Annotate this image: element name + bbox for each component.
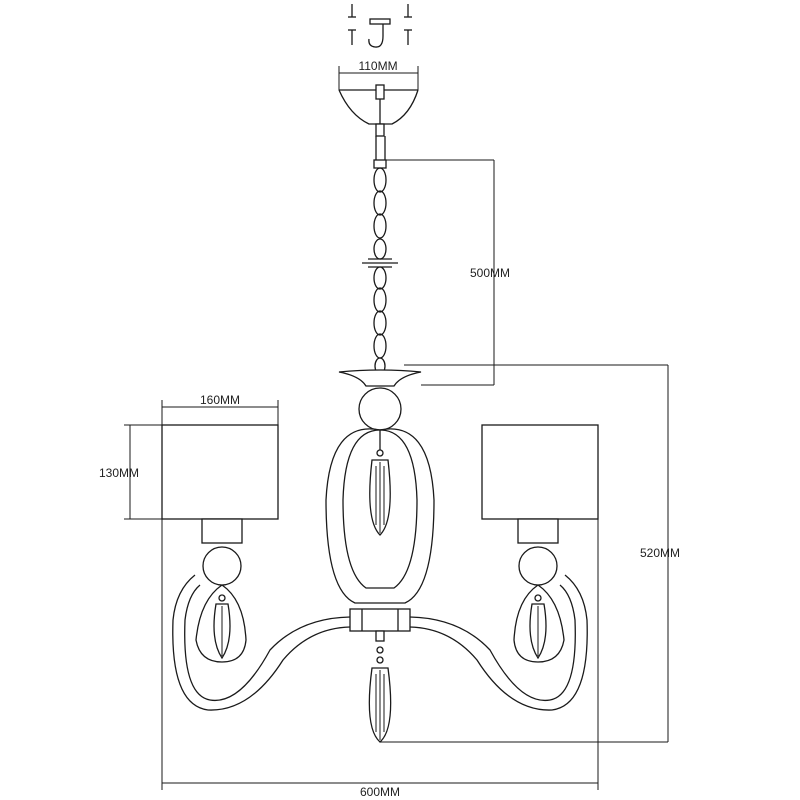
chandelier-arms — [172, 574, 588, 711]
total-width-label: 600MM — [360, 785, 400, 799]
right-lamp — [481, 424, 599, 663]
dimension-lines — [124, 66, 669, 790]
left-lamp — [161, 424, 279, 663]
shade-height-label: 130MM — [99, 466, 139, 480]
central-column — [325, 369, 435, 604]
center-hub — [349, 608, 411, 743]
total-height-label: 520MM — [640, 546, 680, 560]
shade-width-label: 160MM — [200, 393, 240, 407]
dimension-labels: 110MM 500MM 160MM 130MM 520MM 600MM — [99, 59, 680, 799]
screw-icon — [404, 4, 412, 45]
ceiling-canopy — [338, 84, 419, 169]
mounting-hardware — [348, 4, 412, 48]
ceiling-hook-icon — [368, 18, 391, 48]
chain-length-label: 500MM — [470, 266, 510, 280]
suspension-chain — [362, 167, 398, 375]
left-lamp-shade — [161, 424, 279, 520]
screw-icon — [348, 4, 356, 45]
ceiling-plate-width-label: 110MM — [358, 59, 397, 73]
right-lamp-shade — [481, 424, 599, 520]
